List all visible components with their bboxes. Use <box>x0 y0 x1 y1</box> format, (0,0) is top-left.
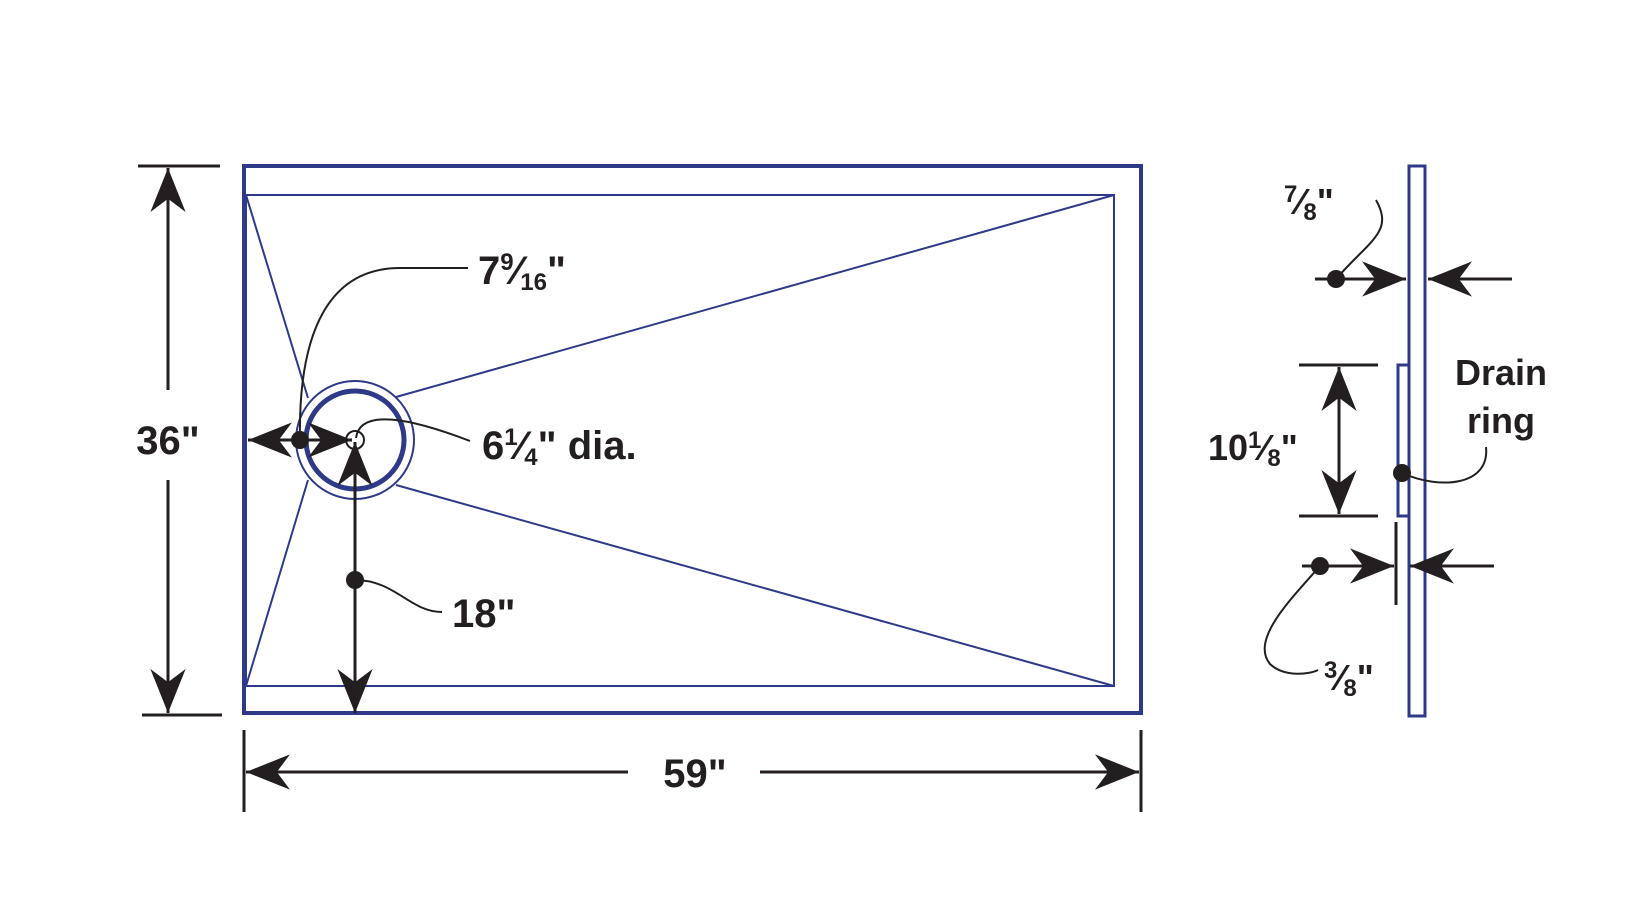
plan-view: 36" 59" 79⁄16" 61⁄4" dia. 18" <box>136 164 1143 812</box>
diameter-label: 61⁄4" dia. <box>482 424 637 471</box>
ring-thickness-leader <box>1263 565 1321 675</box>
drain-ring-profile <box>1396 363 1411 518</box>
drain-ring-label-line2: ring <box>1467 400 1535 441</box>
base-section-profile <box>1407 164 1427 718</box>
bottom-offset-leader <box>354 579 443 613</box>
drain-ring-label-line1: Drain <box>1455 352 1547 393</box>
slope-lines <box>245 194 1115 687</box>
height-label: 36" <box>136 419 199 463</box>
width-label: 59" <box>663 752 726 796</box>
ring-thickness-label: 3⁄8" <box>1324 657 1374 702</box>
drain-ring-leader <box>1401 446 1488 484</box>
diameter-leader <box>355 418 471 442</box>
rim-leader <box>1335 199 1384 280</box>
bottom-offset-label: 18" <box>452 592 515 636</box>
rim-thickness-label: 7⁄8" <box>1284 181 1334 226</box>
base-outer-outline <box>242 164 1143 715</box>
side-offset-label: 79⁄16" <box>478 249 566 296</box>
side-offset-leader <box>298 267 468 441</box>
ring-height-label: 101⁄8" <box>1208 427 1298 472</box>
section-view: 7⁄8" 101⁄8" Drain ring 3⁄8" <box>1208 164 1547 718</box>
base-inner-outline <box>245 194 1115 687</box>
